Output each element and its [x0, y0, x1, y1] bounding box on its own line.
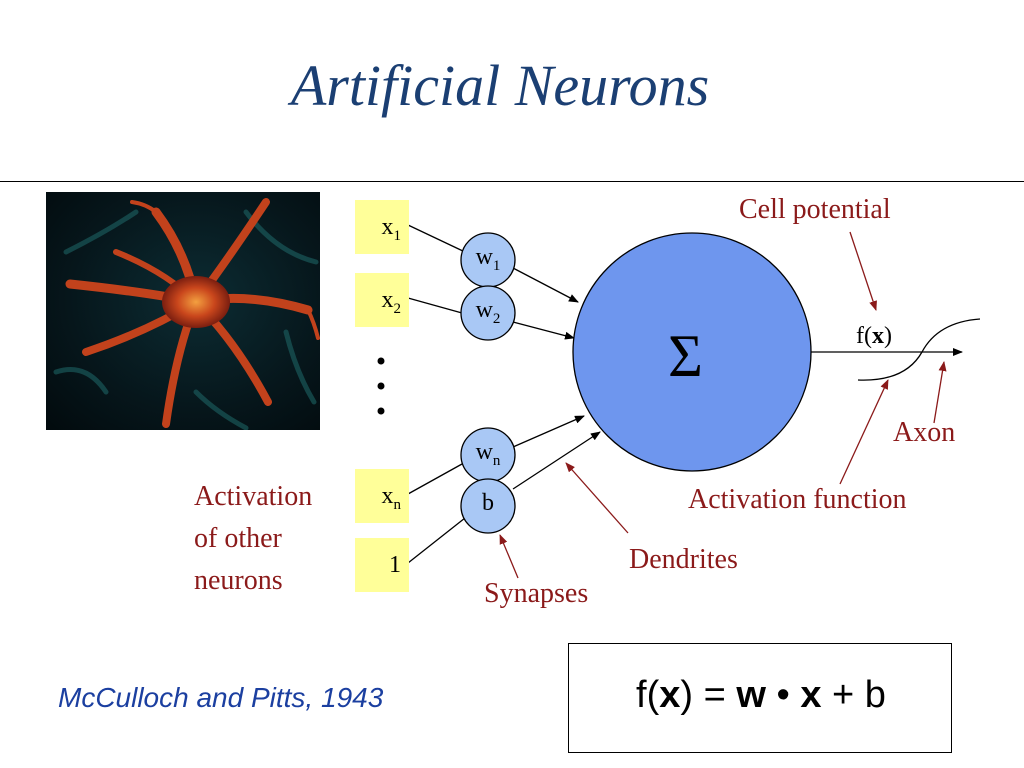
- label-activation-function: Activation function: [688, 484, 907, 515]
- ellipsis-dots: [377, 357, 385, 415]
- weight-neuron-arrows: [512, 267, 601, 490]
- label-synapses: Synapses: [484, 578, 589, 609]
- label-axon: Axon: [893, 417, 956, 448]
- input-bias: 1: [355, 538, 409, 592]
- weight-wn: wn: [475, 439, 501, 469]
- label-cell-potential: Cell potential: [739, 194, 891, 225]
- input-xn: xn: [355, 469, 409, 523]
- weight-bias: b: [482, 490, 494, 516]
- sigmoid-curve: [857, 318, 981, 381]
- formula: f(x) = w • x + b: [636, 674, 886, 716]
- formula-box: f(x) = w • x + b: [568, 643, 952, 753]
- input-weight-lines: [407, 224, 466, 564]
- output-label: f(x): [856, 323, 892, 349]
- neuron-photo: [46, 192, 320, 430]
- summation-symbol: Σ: [668, 323, 703, 389]
- annotation-arrows: [499, 231, 947, 579]
- label-dendrites: Dendrites: [629, 544, 738, 575]
- weight-circles: [460, 232, 516, 534]
- title-divider: [0, 181, 1024, 182]
- weight-w2: w2: [475, 297, 501, 327]
- input-x1: x1: [355, 200, 409, 254]
- weight-w1: w1: [475, 244, 501, 274]
- citation: McCulloch and Pitts, 1943: [58, 682, 384, 713]
- label-activation-other-neurons: Activation of other neurons: [194, 481, 313, 596]
- slide-title: Artificial Neurons: [290, 53, 710, 118]
- input-x2: x2: [355, 273, 409, 327]
